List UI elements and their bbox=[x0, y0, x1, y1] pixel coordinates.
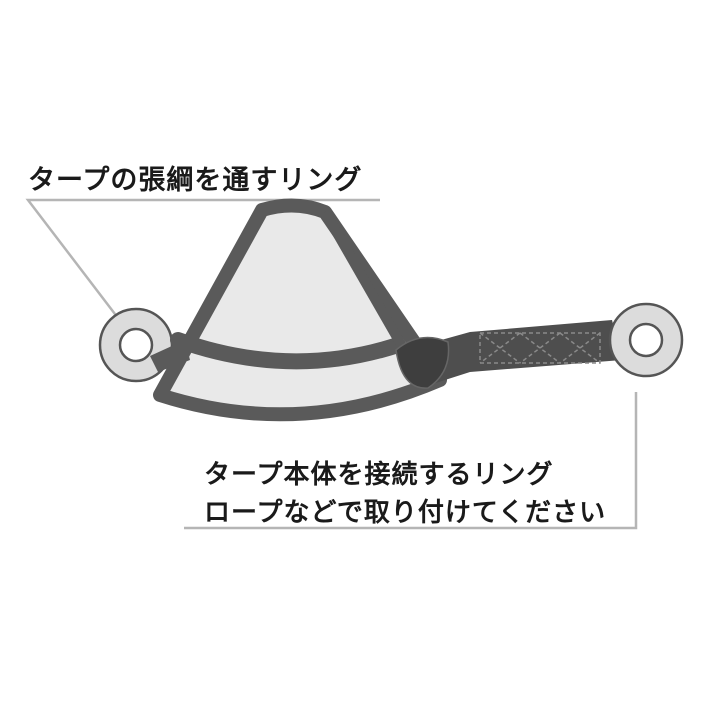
right-ring-label-line2: ロープなどで取り付けてください bbox=[204, 498, 607, 528]
tarp-corner-tab bbox=[150, 340, 190, 372]
webbing-stitch-box bbox=[479, 332, 601, 364]
right-ring-outer-edge bbox=[608, 302, 684, 378]
top-ring-label: タープの張綱を通すリング bbox=[28, 165, 363, 196]
left-ring-inner-edge bbox=[118, 327, 154, 363]
right-ring-body bbox=[610, 304, 682, 376]
webbing-knot bbox=[395, 336, 450, 389]
bottom-leader-line bbox=[184, 392, 638, 530]
tarp-inner-band bbox=[170, 332, 406, 370]
right-ring-label: タープ本体を接続するリング ロープなどで取り付けてください bbox=[204, 456, 606, 532]
top-leader-line bbox=[25, 198, 380, 319]
webbing-strap bbox=[395, 320, 622, 389]
right-ring-label-line1: タープ本体を接続するリング bbox=[204, 460, 554, 490]
tarp-side-seam bbox=[320, 209, 415, 363]
tarp-panel bbox=[153, 198, 447, 422]
leader-lines bbox=[25, 198, 638, 530]
right-ring-inner-edge bbox=[628, 322, 664, 358]
left-ring-body bbox=[100, 309, 172, 381]
webbing-stitch-cross bbox=[479, 332, 601, 364]
tarp-body bbox=[150, 198, 447, 422]
right-ring bbox=[608, 302, 684, 378]
